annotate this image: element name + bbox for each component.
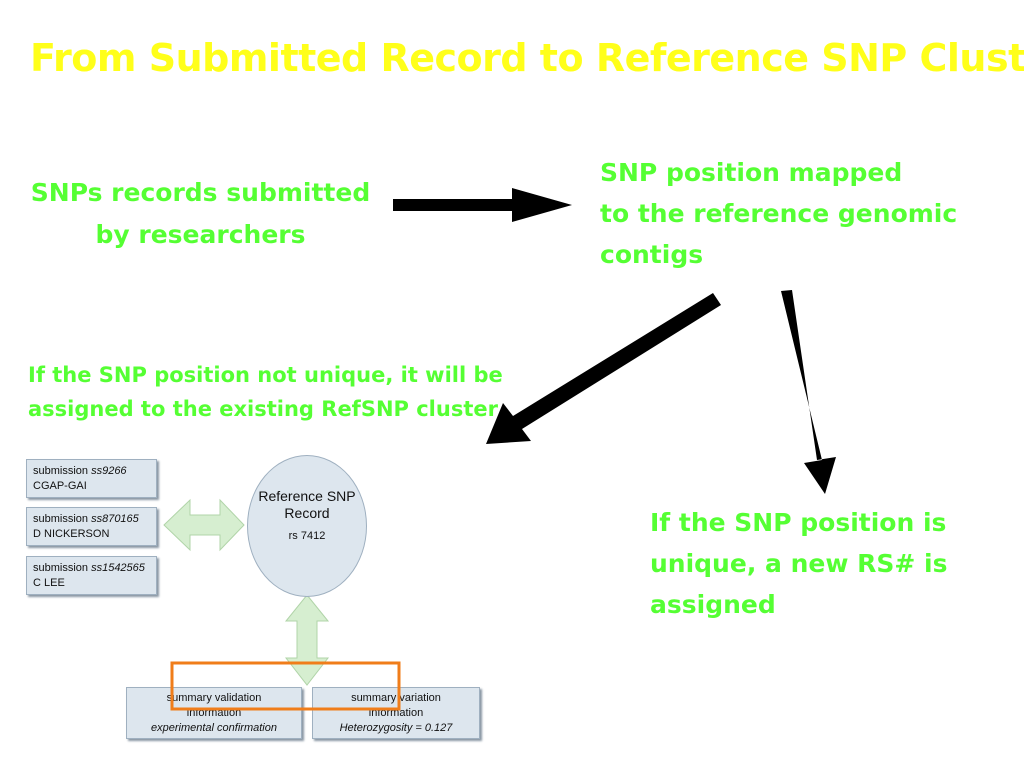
step-mapped-text: SNP position mapped to the reference gen…	[600, 158, 958, 269]
step-not-unique-text: If the SNP position not unique, it will …	[28, 363, 503, 421]
reference-snp-record-node: Reference SNP Record rs 7412	[247, 455, 367, 597]
slide-title: From Submitted Record to Reference SNP C…	[30, 36, 1024, 80]
double-arrow-horizontal	[163, 498, 245, 552]
arrow-right-shaft	[393, 199, 515, 211]
arrow-down-left	[486, 293, 721, 444]
highlight-overlay	[170, 661, 401, 711]
submission-box: submission ss870165 D NICKERSON	[26, 507, 157, 546]
submission-box: submission ss1542565 C LEE	[26, 556, 157, 595]
refsnp-figure: submission ss9266 CGAP-GAI submission ss…	[22, 455, 488, 747]
highlight-box	[170, 661, 401, 711]
arrow-right-head	[512, 188, 572, 222]
step-submitted-text: SNPs records submitted by researchers	[30, 178, 371, 249]
step-unique-text: If the SNP position is unique, a new RS#…	[650, 508, 948, 619]
summary-variation-box: summary variation information Heterozygo…	[312, 687, 480, 739]
arrow-down	[781, 290, 836, 494]
summary-validation-box: summary validation information experimen…	[126, 687, 302, 739]
submission-box: submission ss9266 CGAP-GAI	[26, 459, 157, 498]
